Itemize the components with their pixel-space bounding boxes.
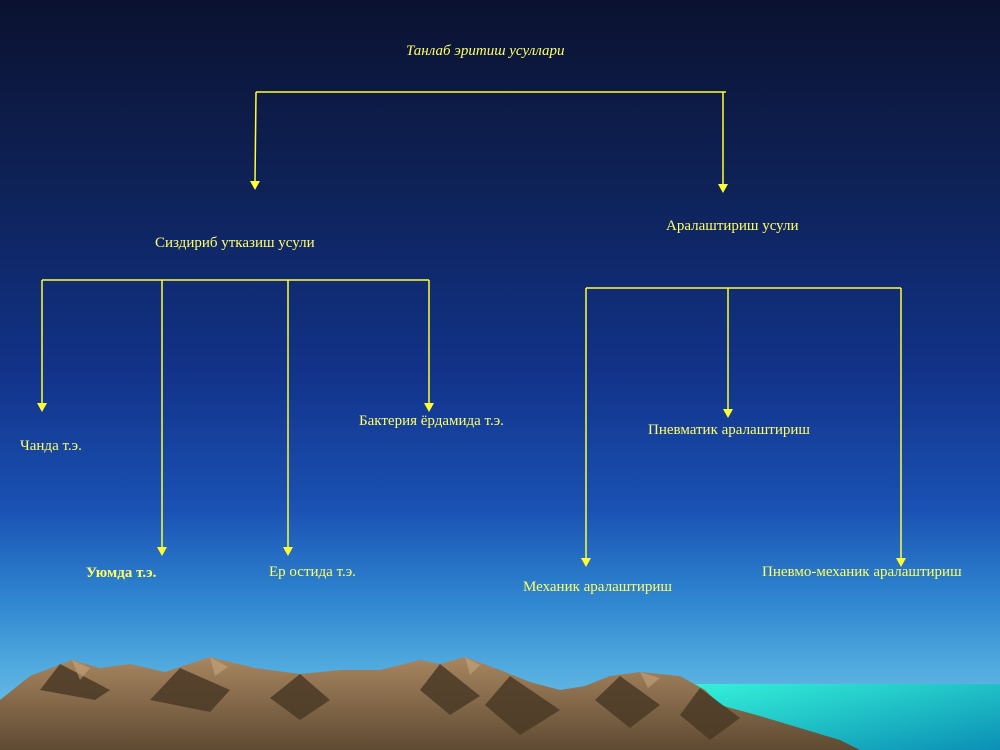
arrowhead [723, 409, 733, 418]
item-chanda: Чанда т.э. [20, 438, 82, 454]
branch-right-label: Аралаштириш усули [666, 218, 799, 234]
arrowhead [424, 403, 434, 412]
mountain-highlights [72, 657, 660, 688]
arrowhead [250, 181, 260, 190]
item-pnevmatik: Пневматик аралаштириш [648, 422, 810, 438]
arrowhead [718, 184, 728, 193]
arrowhead [157, 547, 167, 556]
arrowhead [283, 547, 293, 556]
item-er-ostida: Ер остида т.э. [269, 564, 356, 580]
item-mexanik: Механик аралаштириш [523, 579, 672, 595]
diagram-title: Танлаб эритиш усуллари [406, 43, 565, 59]
branch-left-label: Сиздириб утказиш усули [155, 235, 315, 251]
mountain-shadows [40, 664, 740, 740]
arrowhead [581, 558, 591, 567]
arrowhead [37, 403, 47, 412]
item-uyumda: Уюмда т.э. [86, 565, 157, 581]
item-pnevmo-mexanik: Пневмо-механик аралаштириш [762, 564, 962, 580]
item-bakteriya: Бактерия ёрдамида т.э. [359, 413, 504, 429]
arrowhead [896, 558, 906, 567]
